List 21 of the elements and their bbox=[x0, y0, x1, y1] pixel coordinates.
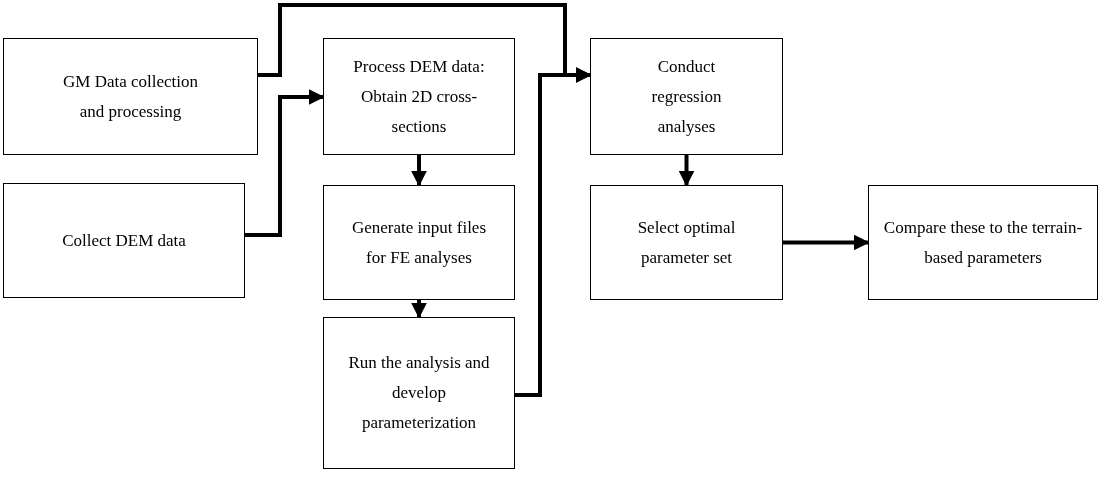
process-box bbox=[590, 38, 783, 155]
arrow bbox=[245, 89, 325, 237]
step-text: Process DEM data: Obtain 2D cross-sections bbox=[352, 55, 486, 138]
arrow bbox=[783, 234, 870, 251]
process-box bbox=[323, 317, 515, 469]
step-text: Compare these to the terrain-based parameters bbox=[882, 216, 1084, 269]
process-box bbox=[868, 185, 1098, 300]
process-box bbox=[3, 183, 245, 298]
step-text: Generate input files for FE analyses bbox=[350, 216, 488, 269]
step-text: GM Data collection and processing bbox=[62, 70, 199, 123]
step-text: Select optimal parameter set bbox=[636, 216, 737, 269]
process-box bbox=[323, 38, 515, 155]
arrow bbox=[411, 300, 427, 319]
process-box bbox=[3, 38, 258, 155]
arrow bbox=[678, 155, 695, 187]
process-box bbox=[323, 185, 515, 300]
arrow bbox=[411, 155, 427, 187]
step-text: Collect DEM data bbox=[62, 229, 186, 252]
step-text: Run the analysis and develop parameterization bbox=[347, 352, 491, 434]
step-text: Conduct regression analyses bbox=[650, 55, 723, 138]
process-box bbox=[590, 185, 783, 300]
